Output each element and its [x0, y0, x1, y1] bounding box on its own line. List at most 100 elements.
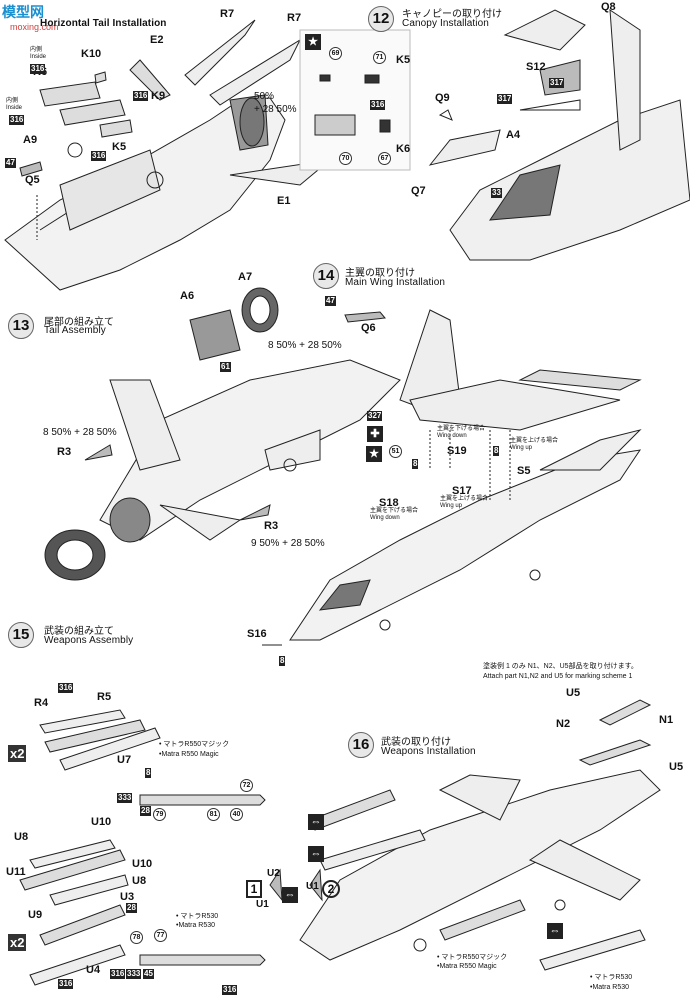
- color-code: 316: [91, 151, 107, 161]
- watermark-logo: 模型网: [2, 4, 44, 20]
- color-code: 316: [222, 985, 238, 995]
- part-label: Q9: [435, 92, 450, 104]
- scheme-marker-2: 2: [322, 880, 340, 898]
- part-label: R7: [220, 8, 235, 20]
- color-code: 8: [493, 446, 500, 456]
- decal-number: 78: [130, 931, 143, 944]
- weapon-label-en: •Matra R550 Magic: [159, 751, 219, 758]
- part-label: R3: [57, 446, 72, 458]
- part-label: R7: [287, 12, 302, 24]
- color-code: 45: [143, 969, 154, 979]
- wing-up-note: 主翼を上げる場合 Wing up: [510, 438, 559, 451]
- paint-mix-note: 8 50% + 28 50%: [43, 427, 117, 438]
- color-code: 327: [367, 411, 383, 421]
- part-label: U7: [117, 754, 132, 766]
- step-13-title-en: Tail Assembly: [44, 325, 106, 336]
- decal-number: 71: [373, 51, 386, 64]
- part-label: U2: [267, 868, 280, 879]
- color-code: 33: [491, 188, 502, 198]
- weapon-label-en: •Matra R530: [176, 922, 216, 929]
- star-icon: ★: [305, 34, 321, 50]
- part-label: N1: [659, 714, 674, 726]
- quantity-multiplier: x2: [8, 934, 27, 951]
- step-16-title-jp: 武装の取り付け: [381, 737, 451, 748]
- part-label: U11: [6, 866, 26, 878]
- part-label: S12: [526, 61, 546, 73]
- part-label: R5: [97, 691, 112, 703]
- wing-up-note: 主翼を上げる場合 Wing up: [440, 496, 489, 509]
- part-label: A4: [506, 129, 521, 141]
- part-label: S17: [452, 485, 472, 497]
- watermark-url: moxing.com: [10, 22, 59, 32]
- step-13-number: 13: [8, 313, 34, 339]
- decal-number: 77: [154, 929, 167, 942]
- part-label: U10: [91, 816, 112, 828]
- part-label: K9: [151, 90, 166, 102]
- decal-number: 51: [389, 445, 402, 458]
- step-14-title-jp: 主翼の取り付け: [345, 268, 415, 279]
- arrow-decal-icon: ⇔: [308, 846, 324, 862]
- part-label: Q8: [601, 1, 616, 13]
- part-label: U5: [566, 687, 581, 699]
- marking-note-jp: 塗装例 1 のみ N1、N2、U5部品を取り付けます。: [483, 663, 638, 670]
- color-code: 8: [145, 768, 152, 778]
- part-label: S5: [517, 465, 531, 477]
- part-label: S16: [247, 628, 267, 640]
- inside-note: 内側 Inside: [30, 47, 47, 60]
- decal-number: 81: [207, 808, 220, 821]
- paint-mix-note: 50% + 28 50%: [254, 91, 297, 115]
- step-14-number: 14: [313, 263, 339, 289]
- decal-number: 69: [329, 47, 342, 60]
- step-15-number: 15: [8, 622, 34, 648]
- step-16-number: 16: [348, 732, 374, 758]
- color-code: 8: [279, 656, 286, 666]
- arrow-decal-icon: ⇔: [282, 887, 298, 903]
- step-14-title-en: Main Wing Installation: [345, 277, 446, 288]
- part-label: U9: [28, 909, 43, 921]
- decal-number: 70: [339, 152, 352, 165]
- paint-mix-note: 9 50% + 28 50%: [251, 538, 325, 549]
- color-code: 317: [497, 94, 513, 104]
- weapon-label-jp: • マトラR550マジック: [437, 954, 508, 961]
- part-label: K10: [81, 48, 102, 60]
- color-code: 316: [110, 969, 126, 979]
- part-label: A7: [238, 271, 253, 283]
- color-code: 8: [412, 459, 419, 469]
- color-code: 316: [133, 91, 149, 101]
- color-code: 316: [58, 979, 74, 989]
- color-code: 333: [117, 793, 133, 803]
- part-label: A9: [23, 134, 38, 146]
- part-label: K6: [396, 143, 411, 155]
- color-code: 316: [30, 64, 46, 74]
- part-label: U8: [132, 875, 147, 887]
- step-12-title-en: Canopy Installation: [402, 18, 489, 29]
- part-label: K5: [396, 54, 411, 66]
- part-label: S18: [379, 497, 399, 509]
- step-15-title-en: Weapons Assembly: [44, 635, 134, 646]
- quantity-multiplier: x2: [8, 745, 27, 762]
- color-code: 317: [549, 78, 565, 88]
- weapon-label-en: •Matra R530: [590, 984, 630, 991]
- step-12-title-jp: キャノピーの取り付け: [402, 9, 502, 20]
- decal-number: 79: [153, 808, 166, 821]
- part-label: S19: [447, 445, 467, 457]
- color-code: 316: [58, 683, 74, 693]
- step-12-number: 12: [368, 6, 394, 32]
- part-label: Q7: [411, 185, 426, 197]
- part-label: E1: [277, 195, 291, 207]
- wing-down-note: 主翼を下げる場合 Wing down: [370, 508, 419, 521]
- part-label: U4: [86, 964, 101, 976]
- part-label: N2: [556, 718, 571, 730]
- step-16-title-en: Weapons Installation: [381, 746, 476, 757]
- color-code: 333: [126, 969, 142, 979]
- weapon-label-en: •Matra R550 Magic: [437, 963, 497, 970]
- part-label: A6: [180, 290, 195, 302]
- marking-note-en: Attach part N1,N2 and U5 for marking sch…: [483, 673, 633, 680]
- weapon-label-jp: • マトラR530: [590, 974, 633, 981]
- part-label: R4: [34, 697, 49, 709]
- step-13-title-jp: 尾部の組み立て: [44, 317, 114, 328]
- color-code: 28: [126, 903, 137, 913]
- decal-number: 40: [230, 808, 243, 821]
